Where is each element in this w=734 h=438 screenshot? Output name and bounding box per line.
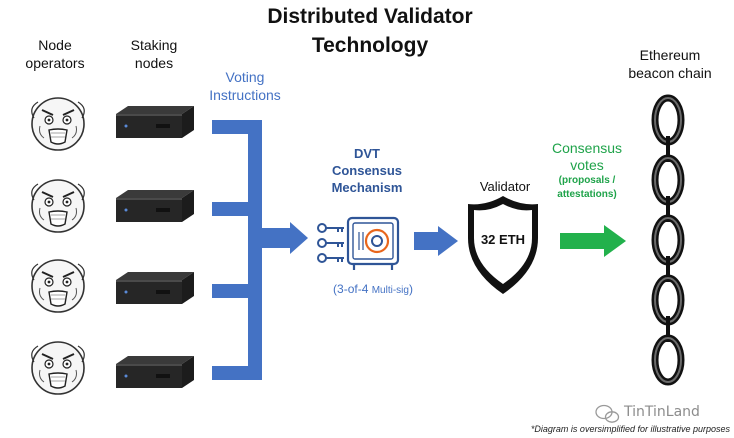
node-operator-face-3 [30,259,86,313]
beacon-chain-header: Ethereum beacon chain [628,47,712,81]
arrow-dvt-to-validator [414,226,458,256]
node-operators-header: Node operators [25,37,85,71]
watermark-brand: TinTinLand [624,404,700,420]
validator-eth-amount: 32 ETH [480,232,526,247]
voting-instructions-label: Voting Instructions [209,69,281,103]
validator-label: Validator [479,179,531,194]
diagram-title: Distributed Validator Technology [200,2,540,60]
wechat-icon [595,404,620,423]
node-operator-face-1 [30,97,86,151]
validator-shield [468,196,538,294]
title-line-2: Technology [311,34,429,57]
title-line-1: Distributed Validator [267,5,473,28]
staking-node-2 [116,190,194,222]
footnote: *Diagram is oversimplified for illustrat… [530,424,730,434]
dvt-safe-icon [317,216,400,270]
dvt-mechanism-label: DVT Consensus Mechanism [331,146,403,195]
staking-node-4 [116,356,194,388]
staking-node-3 [116,272,194,304]
node-operator-face-4 [30,341,86,395]
voting-bus [212,120,308,380]
consensus-votes-label: Consensus votes (proposals / attestation… [551,140,623,200]
node-operator-face-2 [30,179,86,233]
beacon-chain-icon [655,98,681,382]
multisig-caption: (3-of-4 Multi-sig) [333,282,413,296]
staking-node-1 [116,106,194,138]
arrow-consensus-votes [560,225,626,257]
staking-nodes-header: Staking nodes [130,37,178,71]
